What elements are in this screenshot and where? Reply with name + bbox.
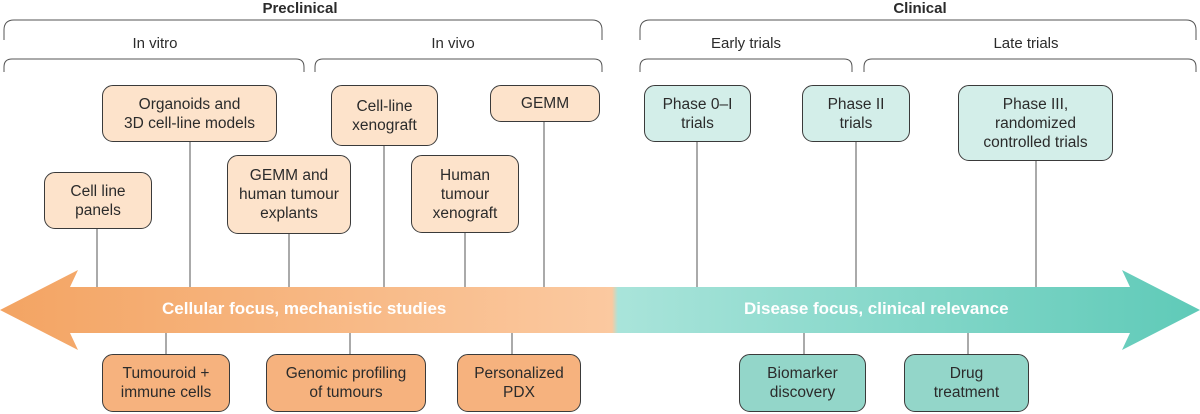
late-trials-bracket: [863, 58, 1197, 72]
phase-3-box: Phase III, randomized controlled trials: [958, 85, 1113, 161]
connector-lines: [96, 121, 1037, 354]
human-xenograft-box: Human tumour xenograft: [411, 155, 519, 233]
clinical-bracket: [639, 19, 1197, 40]
early-trials-bracket: [639, 58, 853, 72]
gemm-explants-box: GEMM and human tumour explants: [227, 155, 351, 234]
in-vitro-label: In vitro: [132, 35, 178, 52]
in-vivo-bracket: [314, 58, 603, 72]
biomarker-discovery-box: Biomarker discovery: [739, 354, 866, 412]
gemm-box: GEMM: [490, 85, 600, 122]
preclinical-header: Preclinical: [262, 0, 338, 17]
organoids-box: Organoids and 3D cell-line models: [102, 85, 277, 142]
tumouroid-box: Tumouroid + immune cells: [102, 354, 230, 412]
cell-line-xenograft-box: Cell-line xenograft: [331, 85, 438, 146]
cell-line-panels-box: Cell line panels: [44, 172, 152, 229]
focus-arrow: [0, 270, 1200, 350]
personalized-pdx-box: Personalized PDX: [457, 354, 581, 412]
preclinical-bracket: [3, 19, 603, 40]
in-vivo-label: In vivo: [431, 35, 475, 52]
cellular-focus-label: Cellular focus, mechanistic studies: [162, 299, 447, 318]
phase-0-1-box: Phase 0–I trials: [644, 85, 751, 142]
early-trials-label: Early trials: [710, 35, 781, 52]
drug-treatment-box: Drug treatment: [904, 354, 1029, 412]
genomic-profiling-box: Genomic profiling of tumours: [266, 354, 426, 412]
disease-focus-label: Disease focus, clinical relevance: [744, 299, 1009, 318]
in-vitro-bracket: [3, 58, 305, 72]
late-trials-label: Late trials: [993, 35, 1059, 52]
phase-2-box: Phase II trials: [802, 85, 910, 142]
clinical-header: Clinical: [893, 0, 947, 17]
